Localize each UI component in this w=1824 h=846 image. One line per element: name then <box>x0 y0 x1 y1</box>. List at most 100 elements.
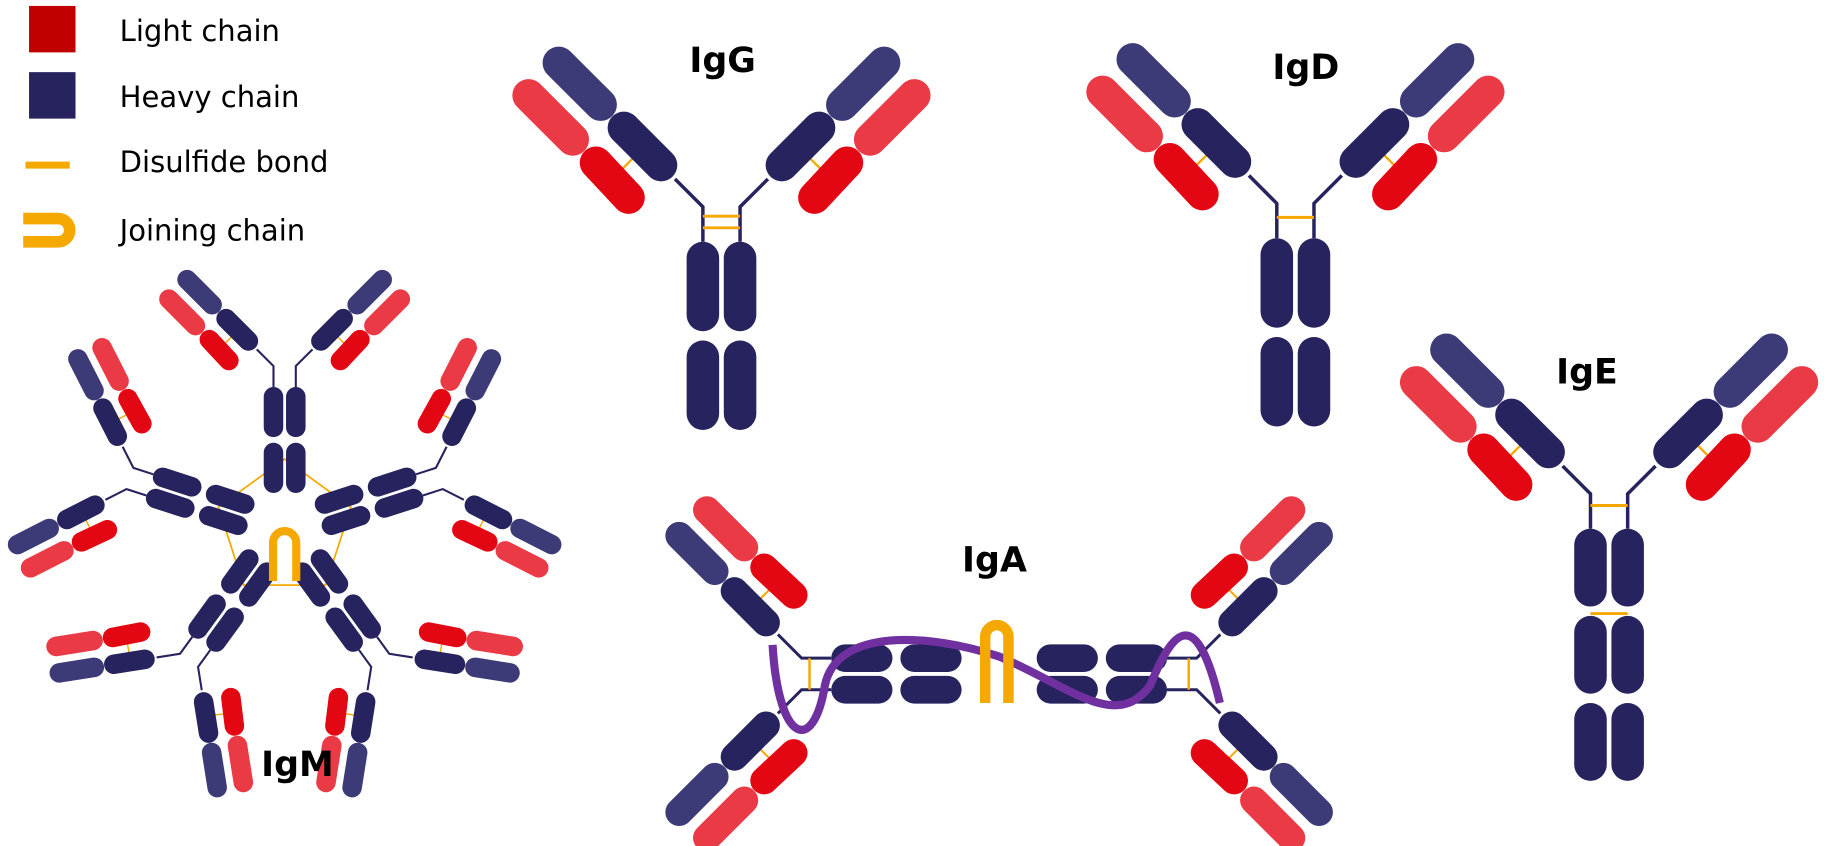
heavy-chain-ch1 <box>350 692 376 743</box>
hinge-region <box>376 636 413 659</box>
hinge-region <box>256 348 275 387</box>
heavy-chain-constant-domain <box>292 562 331 607</box>
light-chain-constant <box>1190 739 1248 795</box>
heavy-chain-constant-domain <box>205 484 255 514</box>
joining-chain-swatch <box>23 212 76 248</box>
hinge-region <box>121 446 154 476</box>
label-igd: IgD <box>1272 48 1339 88</box>
light-chain-constant <box>798 146 864 214</box>
heavy-chain-ch1 <box>464 495 513 530</box>
light-chain-constant <box>330 329 370 371</box>
hinge-region <box>156 636 194 659</box>
label-ige: IgE <box>1556 352 1618 392</box>
heavy-chain-constant-domain <box>145 488 195 518</box>
hinge-region <box>415 446 448 476</box>
light-chain-variable <box>1240 496 1306 562</box>
heavy-chain-constant-domain <box>198 506 248 536</box>
iga-monomer-left <box>665 496 962 846</box>
heavy-chain-variable <box>1269 521 1333 586</box>
light-chain-constant <box>750 739 808 795</box>
hinge-region <box>1312 174 1344 239</box>
heavy-chain-ch1 <box>720 711 780 771</box>
hinge-region <box>1247 174 1279 239</box>
light-chain-variable <box>227 735 254 793</box>
heavy-chain-ch1 <box>1653 398 1723 469</box>
heavy-chain-ch1 <box>311 308 353 351</box>
heavy-chain-constant-domain <box>325 607 363 652</box>
heavy-chain-ch1 <box>1218 577 1278 637</box>
hinge-region <box>422 487 465 501</box>
heavy-chain-ch1 <box>442 398 477 446</box>
light-chain-variable <box>316 735 342 793</box>
light-chain-variable <box>46 630 103 657</box>
heavy-chain-variable <box>665 521 729 586</box>
light-chain-variable <box>693 786 759 846</box>
light-chain-variable <box>1240 786 1306 846</box>
heavy-chain-variable <box>1430 333 1505 408</box>
light-chain-constant <box>71 520 118 552</box>
heavy-chain-constant-domain <box>239 562 277 607</box>
heavy-chain-ch1 <box>1495 398 1565 469</box>
heavy-chain-variable <box>201 742 227 798</box>
hinge-region <box>1167 688 1222 715</box>
hinge-region <box>196 649 212 691</box>
light-chain-variable <box>1427 75 1505 153</box>
heavy-chain-constant-domain <box>310 549 349 594</box>
hinge-region <box>673 177 705 242</box>
heavy-chain-constant-domain <box>374 488 424 518</box>
heavy-chain-constant-domain <box>321 506 371 536</box>
heavy-chain-variable <box>49 657 105 683</box>
igm-molecule <box>7 269 562 798</box>
light-chain-variable <box>159 289 206 336</box>
igm-monomer <box>159 269 411 493</box>
light-chain-constant <box>102 622 151 648</box>
heavy-chain-variable <box>465 349 502 401</box>
legend-disulfide-bond: Disulfide bond <box>120 145 329 179</box>
heavy-chain-variable <box>826 46 901 121</box>
heavy-chain-constant-domain <box>221 549 259 594</box>
heavy-chain-variable <box>1116 43 1191 118</box>
heavy-chain-constant-domain <box>367 467 417 497</box>
heavy-chain-variable <box>542 46 617 121</box>
heavy-chain-ch1 <box>1339 108 1410 178</box>
heavy-chain-variable <box>1713 333 1788 408</box>
heavy-chain-ch1 <box>607 111 678 182</box>
legend-heavy-chain: Heavy chain <box>120 80 300 114</box>
heavy-chain-variable <box>68 349 104 401</box>
heavy-chain-constant-domain <box>152 467 202 497</box>
light-chain-variable <box>466 630 523 657</box>
igg-molecule <box>512 46 931 430</box>
igd-molecule <box>1086 43 1505 427</box>
light-chain-variable <box>364 289 411 336</box>
heavy-chain-swatch <box>29 72 76 119</box>
light-chain-constant <box>221 687 245 736</box>
label-igg: IgG <box>689 41 756 81</box>
heavy-chain-variable <box>1399 43 1475 118</box>
light-chain-variable <box>440 337 477 391</box>
light-chain-constant <box>418 622 467 648</box>
igm-monomer <box>7 337 255 578</box>
iga-monomer-right <box>1036 496 1333 846</box>
heavy-chain-constant-domain <box>314 484 364 514</box>
igm-monomer <box>314 337 562 578</box>
heavy-chain-ch1 <box>414 649 466 674</box>
heavy-chain-variable <box>177 269 222 315</box>
legend: Light chain Heavy chain Disulfide bond J… <box>23 5 329 248</box>
light-chain-variable <box>1086 75 1163 153</box>
heavy-chain-variable <box>1269 762 1333 827</box>
heavy-chain-variable <box>342 742 368 798</box>
heavy-chain-constant-domain <box>188 594 226 639</box>
light-chain-variable <box>512 79 590 156</box>
light-chain-constant <box>750 553 808 609</box>
heavy-chain-variable <box>347 269 392 315</box>
heavy-chain-ch1 <box>1218 711 1278 771</box>
iga-molecule <box>665 496 1333 846</box>
light-chain-constant <box>1190 553 1248 609</box>
heavy-chain-ch1 <box>216 308 259 351</box>
heavy-chain-ch1 <box>720 577 780 637</box>
igm-monomer <box>292 549 523 798</box>
hinge-region <box>1625 464 1657 529</box>
heavy-chain-variable <box>510 518 562 555</box>
